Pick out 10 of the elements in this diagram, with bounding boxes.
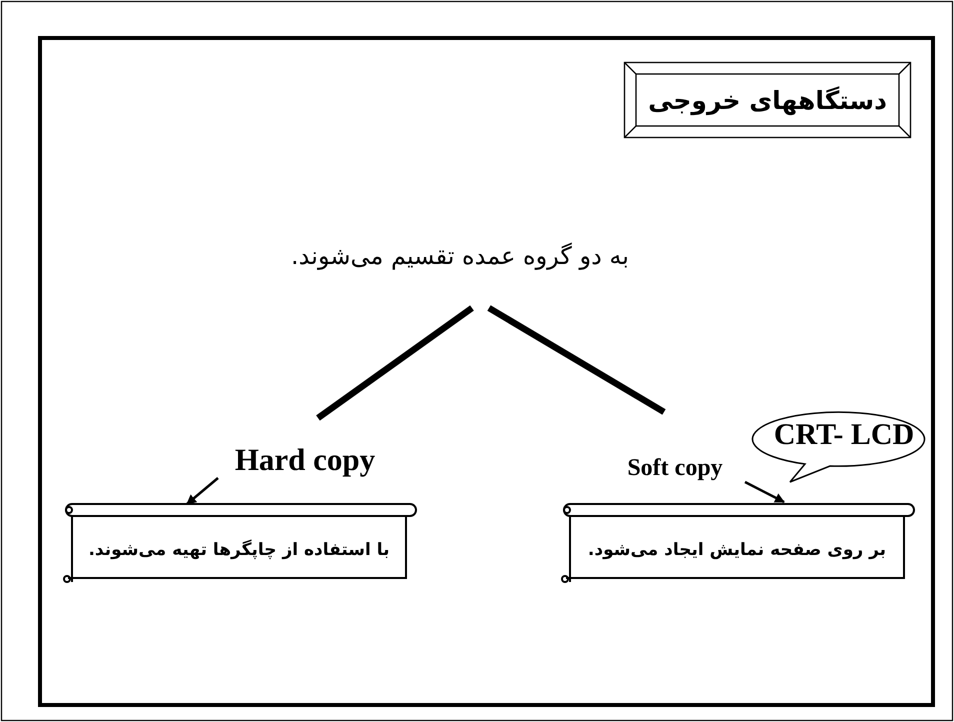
arrow: [186, 477, 219, 505]
scroll-box: بر روی صفحه نمایش ایجاد می‌شود.: [558, 502, 916, 584]
connector-line: [316, 305, 474, 421]
arrow: [744, 480, 785, 504]
connector-line: [487, 305, 666, 415]
title-box: دستگاههای خروجی: [624, 62, 911, 138]
scroll-box: با استفاده از چاپگرها تهیه می‌شوند.: [60, 502, 418, 584]
heading-text: به دو گروه عمده تقسیم می‌شوند.: [250, 236, 670, 308]
category-label: Hard copy: [200, 418, 410, 478]
category-label: Soft copy: [600, 412, 750, 482]
